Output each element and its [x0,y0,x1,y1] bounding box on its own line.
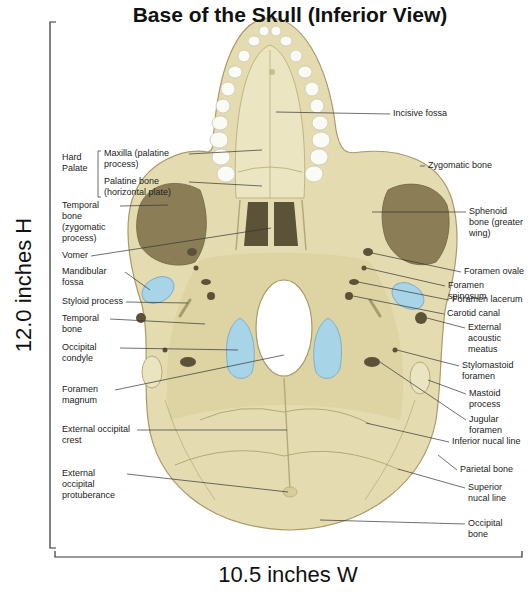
part-label: Foramen magnum [62,384,112,406]
leader-line [189,150,262,154]
part-label: Stylomastoid foramen [462,360,524,382]
part-label: Foramen ovale [464,266,524,277]
leader-line [120,205,168,206]
part-label: Temporal bone (zygomatic process) [62,200,117,244]
part-label: Mastoid process [469,388,524,410]
part-label: Mandibular fossa [62,266,122,288]
part-label: Parietal bone [460,464,513,475]
part-label: Jugular foramen [469,414,524,436]
leader-line [125,272,150,290]
part-label: Incisive fossa [393,108,447,119]
part-label: External occipital protuberance [62,468,124,501]
part-label: Sphenoid bone (greater wing) [469,206,524,239]
part-label: Maxilla (palatine process) [104,148,186,170]
part-label: Carotid canal [447,308,500,319]
height-bracket [50,22,56,548]
leader-line [91,228,271,256]
skull-outline [128,18,457,530]
leader-line [366,423,449,442]
leader-line [420,166,425,167]
part-label: Palatine bone (horizontal plate) [104,176,186,198]
leader-line [126,302,188,303]
part-label: Styloid process [62,296,123,307]
part-label: Zygomatic bone [428,160,492,171]
leader-line [358,282,449,300]
width-bracket [55,551,522,557]
leader-line [427,318,465,328]
leader-line [438,455,457,470]
leader-line [115,355,284,390]
leader-line [120,348,238,350]
leader-line [276,112,390,114]
leader-line [372,212,466,213]
leader-line [137,430,287,431]
part-label: Occipital condyle [62,342,117,364]
dimension-label: 12.0 inches H [11,218,37,353]
leader-line [398,469,465,488]
title: Base of the Skull (Inferior View) [133,3,448,27]
leader-line [428,380,466,394]
part-label: Occipital bone [468,518,524,540]
part-label: Foramen lacerum [452,294,523,305]
leader-line [189,182,262,186]
part-label: External occipital crest [62,424,134,446]
leader-line [110,319,205,324]
palate-bracket [98,151,101,197]
leader-line [372,253,461,272]
leader-line [127,474,288,492]
part-label: External acoustic meatus [468,322,524,355]
leader-line [397,350,459,366]
part-label: Inferior nucal line [452,436,521,447]
leader-line [320,520,465,524]
dimension-label: 10.5 inches W [218,562,357,588]
leader-line [353,296,444,314]
part-label: Vomer [62,250,88,261]
leader-line [380,362,466,420]
part-label: Superior nucal line [468,482,524,504]
leader-line [366,268,445,286]
part-label: Temporal bone [62,313,107,335]
part-label: Hard Palate [62,152,94,174]
